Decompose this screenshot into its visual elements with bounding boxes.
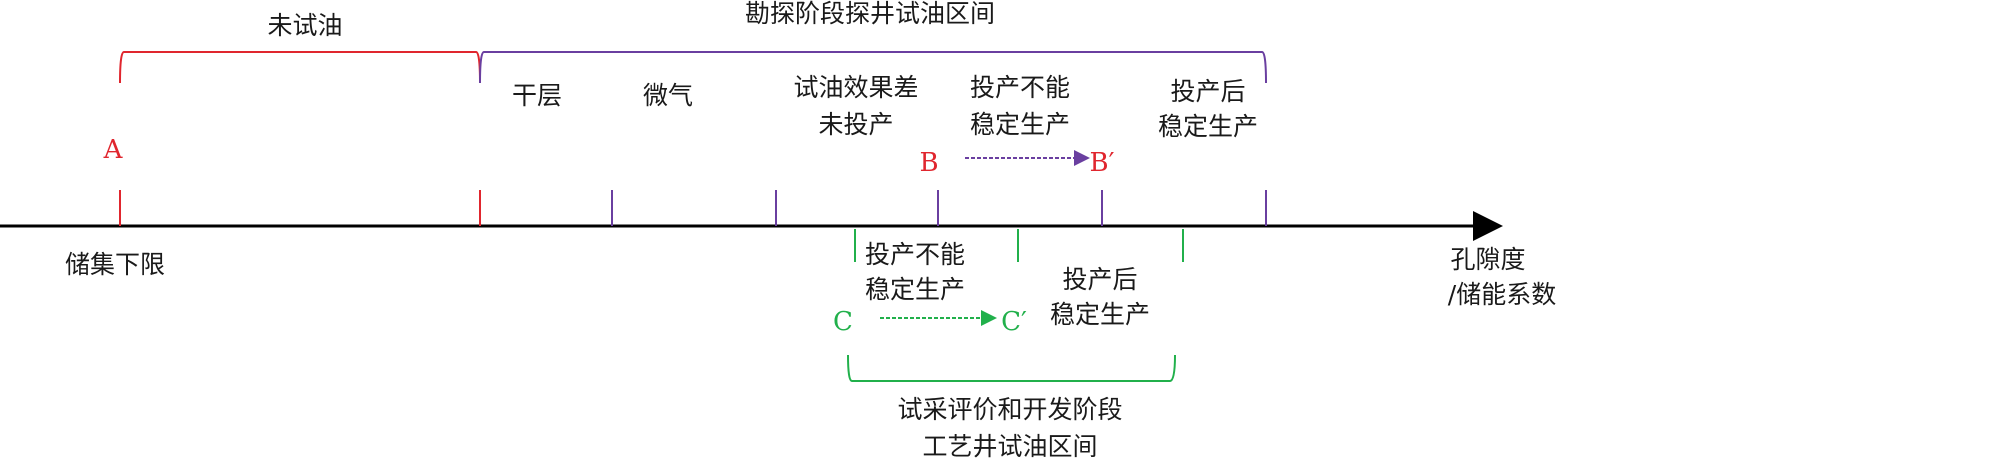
point-c: C xyxy=(833,307,853,337)
poor-result-label-1: 试油效果差 xyxy=(793,73,918,102)
development-title-1: 试采评价和开发阶段 xyxy=(897,395,1122,424)
point-c-prime: C′ xyxy=(1001,307,1027,337)
dev-unstable-label-2: 稳定生产 xyxy=(865,275,965,304)
axis-label-storage-coefficient: /储能系数 xyxy=(1448,280,1556,309)
exploration-bracket xyxy=(479,51,1267,84)
reservoir-lower-limit-label: 储集下限 xyxy=(65,250,165,279)
dry-layer-label: 干层 xyxy=(512,81,562,110)
axis-label-porosity: 孔隙度 xyxy=(1450,245,1525,274)
development-title-2: 工艺井试油区间 xyxy=(922,432,1097,461)
unstable-label-2: 稳定生产 xyxy=(970,110,1070,139)
dev-stable-label-1: 投产后 xyxy=(1062,265,1137,294)
point-a: A xyxy=(103,135,124,165)
point-b-prime: B′ xyxy=(1089,148,1114,178)
dev-stable-label-2: 稳定生产 xyxy=(1050,300,1150,329)
point-b: B xyxy=(919,148,938,178)
stable-label-1: 投产后 xyxy=(1170,77,1245,106)
dev-unstable-label-1: 投产不能 xyxy=(865,240,965,269)
poor-result-label-2: 未投产 xyxy=(818,110,893,139)
untested-label: 未试油 xyxy=(267,11,342,40)
micro-gas-label: 微气 xyxy=(643,81,693,110)
unstable-label-1: 投产不能 xyxy=(970,73,1070,102)
development-bracket xyxy=(847,354,1176,382)
exploration-title: 勘探阶段探井试油区间 xyxy=(745,0,995,28)
exploration-ticks xyxy=(119,190,1267,226)
stable-label-2: 稳定生产 xyxy=(1158,112,1258,141)
untested-bracket xyxy=(119,51,481,84)
